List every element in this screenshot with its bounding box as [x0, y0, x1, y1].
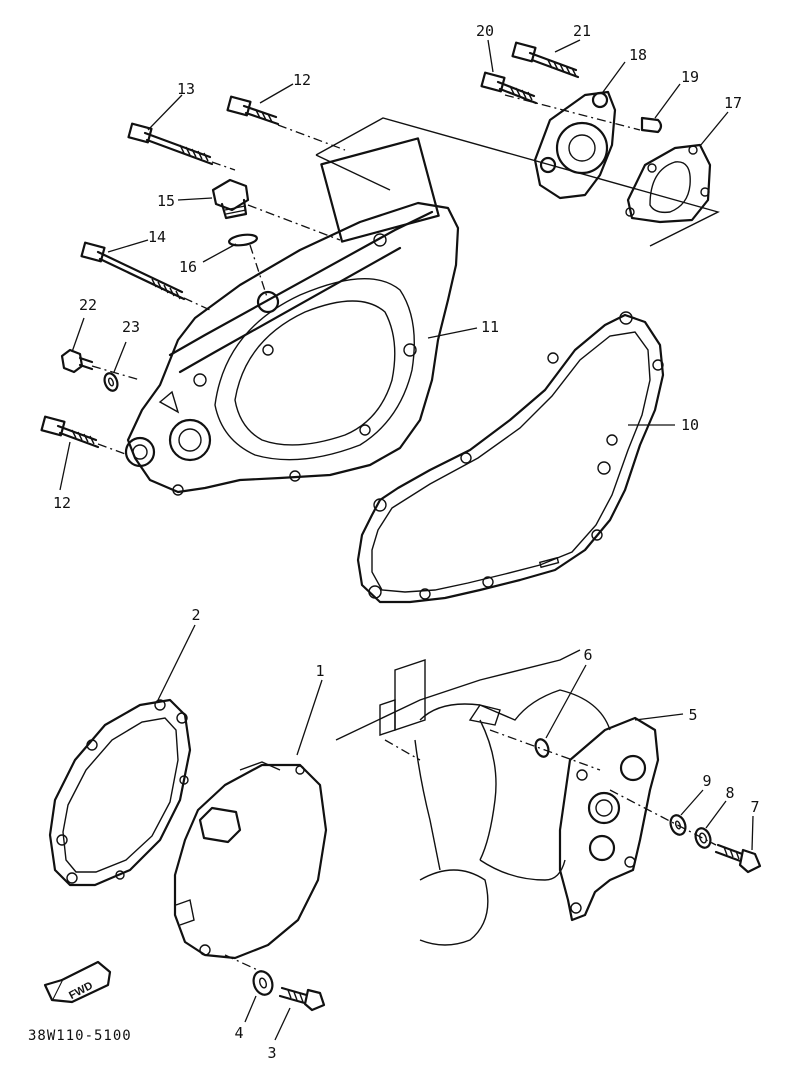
- pump-gasket-part-17: [625, 143, 712, 224]
- callout-23: 23: [122, 318, 140, 336]
- pump-cover-part-5: [558, 716, 660, 922]
- bolt-part-20: [480, 71, 538, 105]
- callout-19: 19: [681, 68, 699, 86]
- washer-part-4: [252, 970, 274, 996]
- washer-part-6: [534, 738, 550, 758]
- callout-15: 15: [157, 192, 175, 210]
- washer-part-9: [669, 814, 687, 836]
- callout-5: 5: [688, 706, 697, 724]
- bolt-part-12-top: [226, 95, 280, 126]
- callout-21: 21: [573, 22, 591, 40]
- crankcase-cover-part-11: [124, 137, 460, 496]
- pump-housing-part-18: [504, 90, 641, 200]
- callout-leaders: [59, 39, 754, 1041]
- callout-13: 13: [177, 80, 195, 98]
- bolt-part-22: [60, 348, 94, 374]
- bolt-part-21: [511, 41, 580, 79]
- washer-part-8: [694, 827, 712, 849]
- filler-plug-part-15: [211, 178, 250, 220]
- ignition-cover-part-1: [173, 761, 328, 960]
- bolt-part-7: [714, 843, 762, 874]
- drawing-code: 38W110-5100: [28, 1028, 132, 1044]
- upper-alignment-lines: [91, 124, 346, 456]
- callout-20: 20: [476, 22, 494, 40]
- callout-10: 10: [681, 416, 699, 434]
- cover-gasket-part-10: [356, 311, 665, 604]
- callout-11: 11: [481, 318, 499, 336]
- forward-direction-badge: FWD: [43, 960, 112, 1004]
- engine-case-ghost: [335, 649, 611, 946]
- callout-14: 14: [148, 228, 166, 246]
- callout-numbers: 1 2 3 4 5 6 7 8 9 10 11 12 12 13 14 15 1…: [53, 22, 760, 1062]
- callout-6: 6: [583, 646, 592, 664]
- callout-7: 7: [750, 798, 759, 816]
- callout-18: 18: [629, 46, 647, 64]
- o-ring-part-16: [228, 233, 258, 247]
- callout-12-top: 12: [293, 71, 311, 89]
- callout-22: 22: [79, 296, 97, 314]
- dowel-pin-part-19: [640, 116, 663, 134]
- callout-16: 16: [179, 258, 197, 276]
- callout-3: 3: [267, 1044, 276, 1062]
- lower-alignment-lines: [224, 729, 717, 973]
- long-bolt-part-13: [127, 122, 214, 166]
- callout-4: 4: [234, 1024, 243, 1042]
- callout-17: 17: [724, 94, 742, 112]
- callout-2: 2: [191, 606, 200, 624]
- callout-8: 8: [725, 784, 734, 802]
- bolt-part-3: [278, 986, 326, 1012]
- callout-12-left: 12: [53, 494, 71, 512]
- ignition-gasket-part-2: [48, 698, 192, 887]
- parallelogram-assembly-frame: [315, 117, 720, 247]
- bolt-part-12-left: [40, 415, 100, 449]
- callout-9: 9: [702, 772, 711, 790]
- callout-1: 1: [315, 662, 324, 680]
- long-bolt-part-14: [80, 241, 186, 301]
- washer-part-23: [103, 372, 119, 392]
